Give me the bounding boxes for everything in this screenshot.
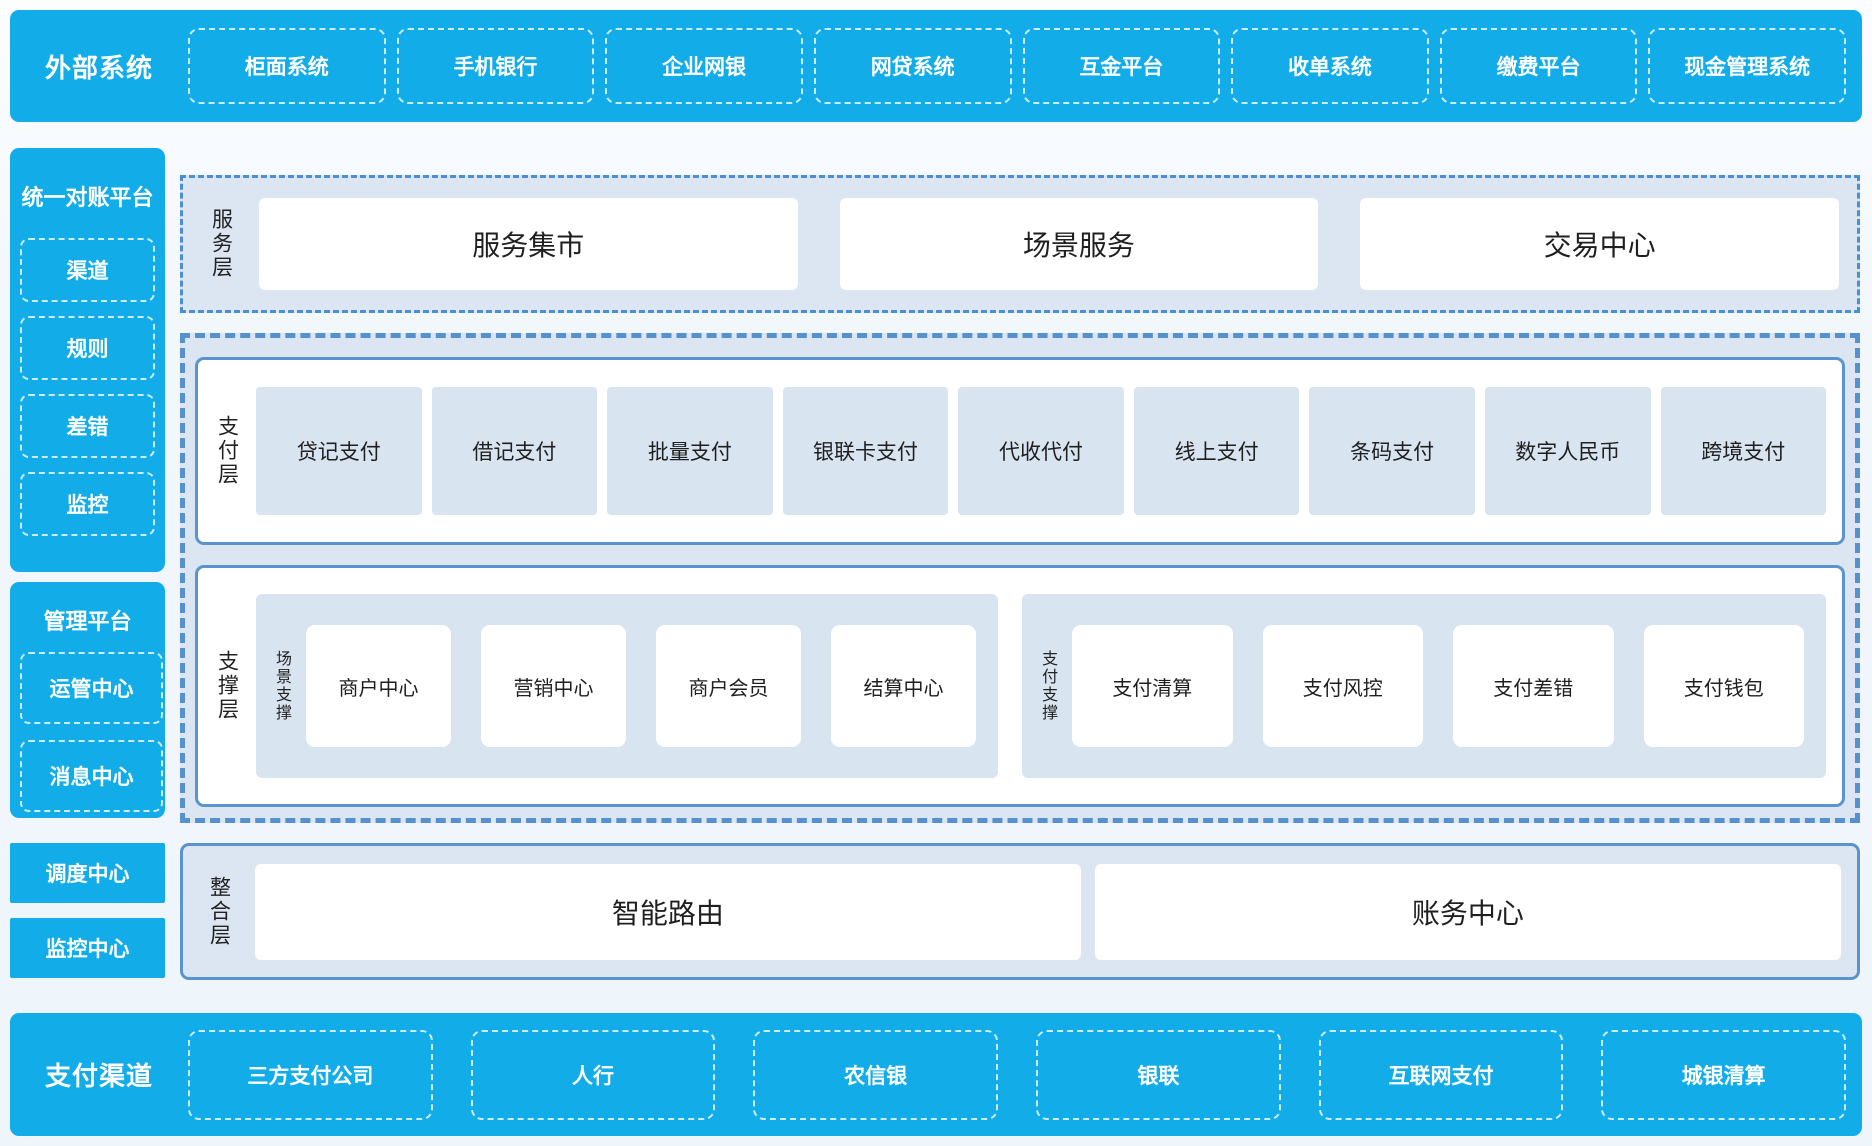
payment-node: 代收代付: [958, 387, 1124, 515]
service-layer-label: 服务层: [209, 208, 233, 280]
payment-channels-title: 支付渠道: [44, 1061, 153, 1091]
external-system-node: 现金管理系统: [1648, 28, 1846, 104]
external-systems-title: 外部系统: [44, 52, 153, 83]
reconciliation-platform-title: 统一对账平台: [21, 185, 154, 210]
management-platform-panel: 管理平台 运管中心 消息中心: [10, 582, 165, 818]
payment-node: 银联卡支付: [782, 387, 949, 515]
reconciliation-platform-panel: 统一对账平台 渠道 规则 差错 监控: [10, 148, 165, 572]
external-systems-items: 柜面系统 手机银行 企业网银 网贷系统 互金平台 收单系统 缴费平台 现金管理系…: [188, 28, 1862, 104]
scene-support-group: 场景支撑 商户中心 营销中心 商户会员 结算中心: [256, 594, 999, 778]
reconciliation-node: 差错: [20, 394, 155, 458]
payment-node: 条码支付: [1309, 387, 1475, 515]
external-system-node: 互金平台: [1022, 28, 1221, 104]
payment-node: 线上支付: [1133, 387, 1300, 515]
support-layer-groups: 场景支撑 商户中心 营销中心 商户会员 结算中心 支付支: [256, 594, 1842, 778]
management-platform-items: 运管中心 消息中心: [10, 636, 165, 812]
reconciliation-node: 渠道: [20, 238, 155, 302]
payment-channel-node: 城银清算: [1601, 1029, 1847, 1120]
scene-support-node: 营销中心: [481, 625, 627, 747]
core-layers-container: 支付层 贷记支付 借记支付 批量支付 银联卡支付 代收代付 线上支付 条码支付: [180, 333, 1860, 823]
external-system-node: 企业网银: [605, 28, 803, 104]
payment-node: 贷记支付: [256, 387, 422, 515]
payment-support-node: 支付风控: [1262, 625, 1424, 747]
service-node: 交易中心: [1360, 198, 1839, 290]
integration-layer-label: 整合层: [207, 875, 231, 948]
payment-channel-node: 人行: [470, 1029, 716, 1120]
payment-channels-items: 三方支付公司 人行 农信银 银联 互联网支付 城银清算: [188, 1029, 1862, 1120]
scene-support-node: 商户会员: [656, 625, 802, 747]
payment-support-node: 支付清算: [1072, 625, 1233, 747]
payment-channel-node: 银联: [1036, 1029, 1281, 1120]
reconciliation-node: 监控: [20, 472, 155, 536]
management-platform-title: 管理平台: [43, 609, 132, 634]
integration-layer-items: 智能路由 账务中心: [255, 863, 1857, 960]
integration-node: 账务中心: [1094, 863, 1841, 960]
reconciliation-node: 规则: [20, 316, 155, 380]
payment-support-node: 支付钱包: [1643, 625, 1805, 747]
service-layer-items: 服务集市 场景服务 交易中心: [259, 198, 1857, 290]
payment-channels-bar: 支付渠道 三方支付公司 人行 农信银 银联 互联网支付 城银清算: [10, 1013, 1862, 1136]
scene-support-node: 商户中心: [306, 625, 452, 747]
service-node: 场景服务: [839, 198, 1319, 290]
payment-support-group: 支付支撑 支付清算 支付风控 支付差错 支付钱包: [1022, 594, 1826, 778]
external-system-node: 网贷系统: [813, 28, 1012, 104]
scene-support-items: 商户中心 营销中心 商户会员 结算中心: [306, 625, 998, 747]
monitor-center-node: 监控中心: [10, 918, 165, 978]
scene-support-node: 结算中心: [831, 625, 977, 747]
payment-node: 数字人民币: [1484, 387, 1651, 515]
payment-node: 借记支付: [431, 387, 598, 515]
integration-node: 智能路由: [255, 863, 1081, 960]
external-systems-bar: 外部系统 柜面系统 手机银行 企业网银 网贷系统 互金平台 收单系统 缴费平台 …: [10, 10, 1862, 122]
management-node: 消息中心: [20, 740, 163, 812]
payment-channel-node: 农信银: [753, 1029, 999, 1120]
scene-support-label: 场景支撑: [273, 650, 290, 722]
payment-channel-node: 三方支付公司: [188, 1029, 433, 1120]
payment-support-node: 支付差错: [1453, 625, 1614, 747]
support-layer-label: 支撑层: [215, 650, 239, 722]
dispatch-center-node: 调度中心: [10, 843, 165, 903]
service-layer: 服务层 服务集市 场景服务 交易中心: [180, 175, 1860, 313]
reconciliation-platform-items: 渠道 规则 差错 监控: [10, 212, 165, 536]
payment-layer-label: 支付层: [215, 415, 239, 487]
external-system-node: 缴费平台: [1439, 28, 1638, 104]
payment-layer: 支付层 贷记支付 借记支付 批量支付 银联卡支付 代收代付 线上支付 条码支付: [195, 357, 1845, 545]
payment-channel-node: 互联网支付: [1318, 1029, 1564, 1120]
management-node: 运管中心: [20, 652, 163, 724]
support-layer: 支撑层 场景支撑 商户中心 营销中心 商户会员 结算中心: [195, 565, 1845, 807]
external-system-node: 柜面系统: [188, 28, 386, 104]
service-node: 服务集市: [259, 198, 798, 290]
payment-support-items: 支付清算 支付风控 支付差错 支付钱包: [1072, 625, 1826, 747]
payment-layer-items: 贷记支付 借记支付 批量支付 银联卡支付 代收代付 线上支付 条码支付 数字人民…: [256, 387, 1842, 515]
payment-support-label: 支付支撑: [1039, 650, 1057, 722]
payment-node: 批量支付: [607, 387, 773, 515]
payment-node: 跨境支付: [1660, 387, 1827, 515]
integration-layer: 整合层 智能路由 账务中心: [180, 843, 1860, 980]
external-system-node: 收单系统: [1231, 28, 1429, 104]
external-system-node: 手机银行: [396, 28, 595, 104]
